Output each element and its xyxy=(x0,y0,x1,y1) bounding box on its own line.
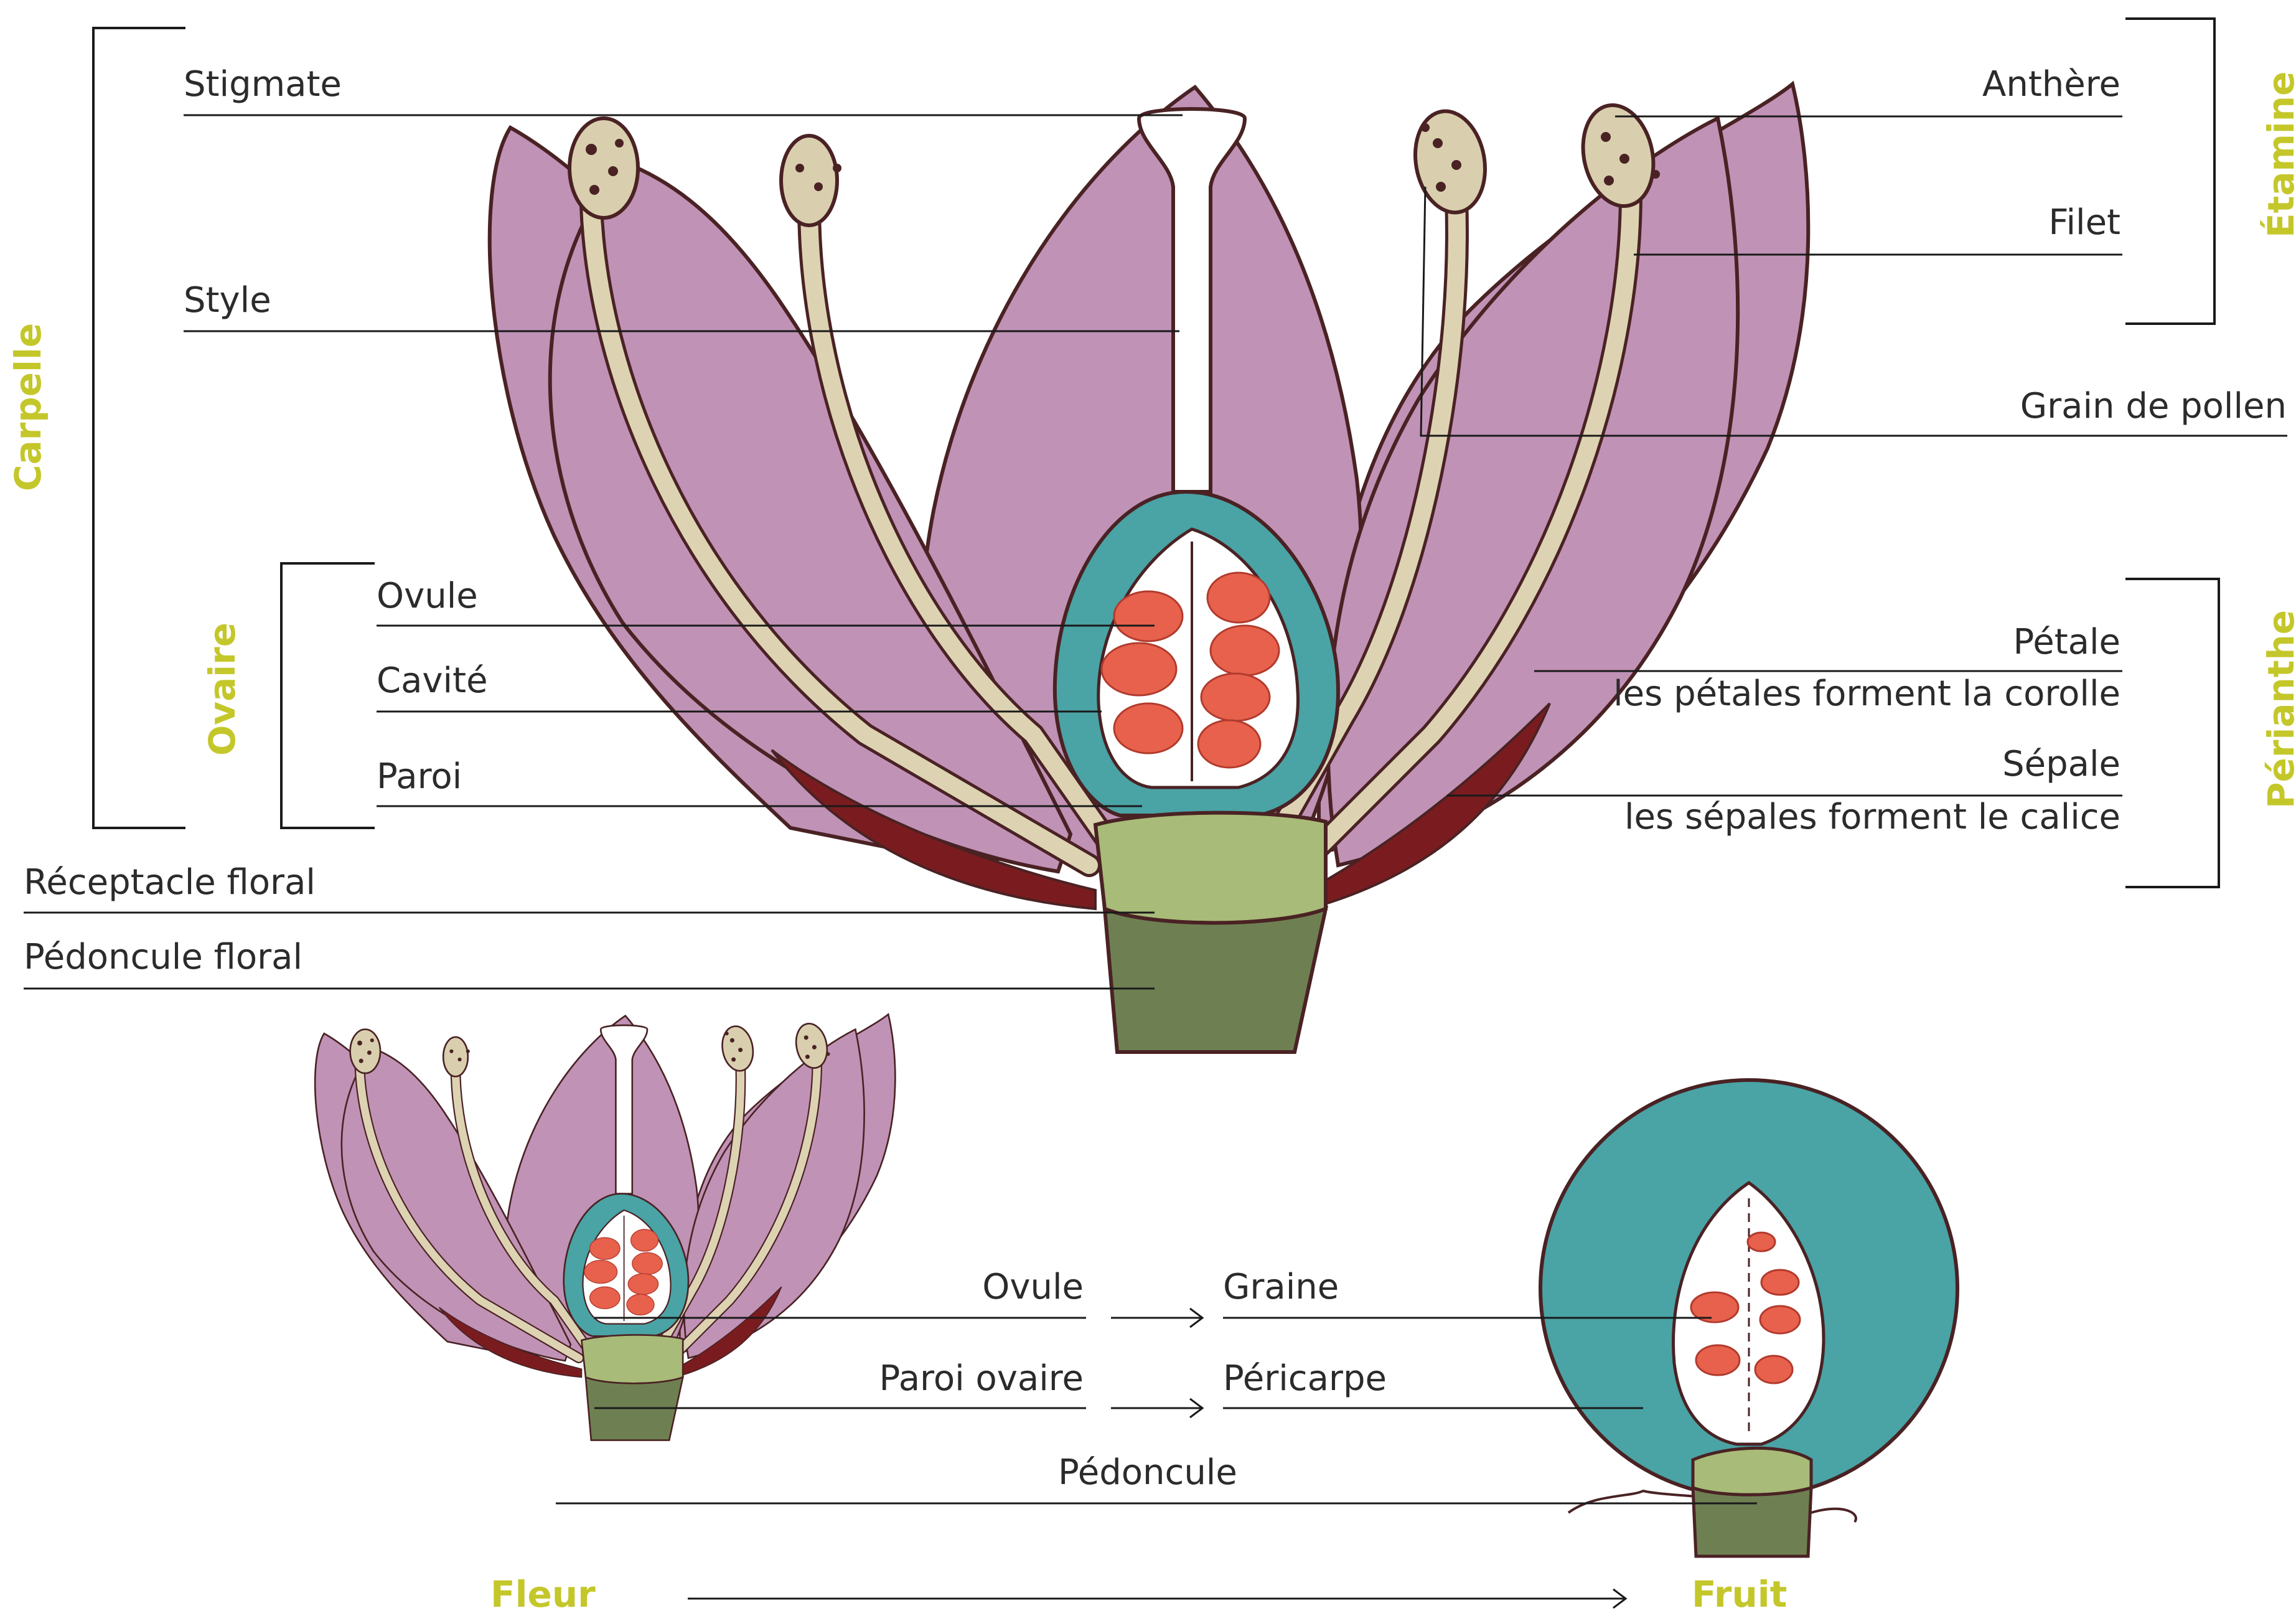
label-style: Style xyxy=(184,283,271,318)
label-pedoncule-floral: Pédoncule floral xyxy=(24,940,302,975)
label-pedoncule: Pédoncule xyxy=(1058,1455,1237,1490)
label-grain-pollen: Grain de pollen xyxy=(2020,389,2287,424)
label-paroi: Paroi xyxy=(377,759,462,794)
group-ovaire: Ovaire xyxy=(204,637,240,756)
label-ovule-small: Ovule xyxy=(982,1270,1084,1305)
label-fruit: Fruit xyxy=(1692,1576,1787,1612)
small-flower xyxy=(315,1014,895,1440)
label-filet: Filet xyxy=(2048,205,2120,240)
group-carpelle: Carpelle xyxy=(10,367,46,491)
label-sepale-note: les sépales forment le calice xyxy=(1624,800,2120,835)
label-petale-note: les pétales forment la corolle xyxy=(1613,677,2120,712)
label-paroi-ovaire: Paroi ovaire xyxy=(879,1361,1084,1396)
label-sepale: Sépale xyxy=(2002,747,2120,782)
label-pericarpe: Péricarpe xyxy=(1223,1361,1387,1396)
label-graine: Graine xyxy=(1223,1270,1339,1305)
main-flower xyxy=(490,84,1809,1052)
label-fleur: Fleur xyxy=(490,1576,596,1612)
label-receptacle: Réceptacle floral xyxy=(24,865,316,900)
label-cavite: Cavité xyxy=(377,664,488,698)
group-etamine: Étamine xyxy=(2263,107,2296,238)
group-perianthe: Périanthe xyxy=(2263,653,2296,809)
label-petale: Pétale xyxy=(2013,625,2120,660)
label-ovule: Ovule xyxy=(377,579,478,614)
label-anthere: Anthère xyxy=(1982,67,2120,102)
label-stigmate: Stigmate xyxy=(184,67,342,102)
